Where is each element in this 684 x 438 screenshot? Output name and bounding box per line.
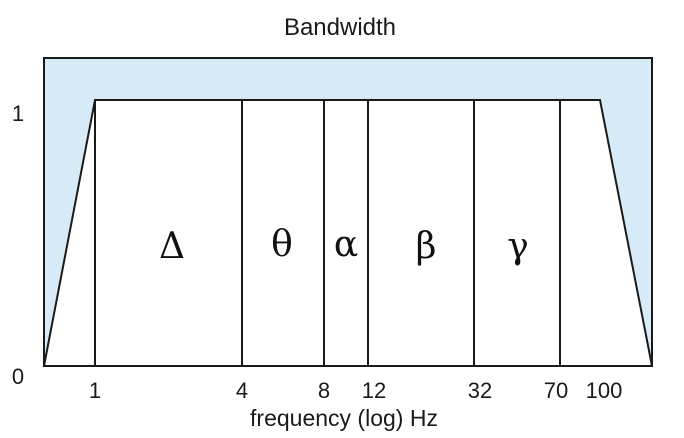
x-axis-label: frequency (log) Hz	[250, 405, 438, 431]
passband-trapezoid	[42, 99, 654, 367]
x-tick-12: 12	[362, 378, 386, 403]
x-tick-70: 70	[544, 378, 568, 403]
band-symbol-delta: Δ	[159, 226, 185, 267]
x-tick-8: 8	[318, 378, 330, 403]
x-tick-32: 32	[468, 378, 492, 403]
band-symbol-beta: β	[416, 226, 437, 267]
x-tick-4: 4	[236, 378, 248, 403]
x-tick-100: 100	[586, 378, 623, 403]
band-symbol-alpha: α	[334, 224, 358, 265]
y-tick-1: 1	[12, 101, 24, 126]
band-symbol-theta: θ	[271, 224, 293, 265]
band-symbol-gamma: γ	[507, 226, 529, 267]
y-tick-0: 0	[12, 364, 24, 389]
diagram-title: Bandwidth	[284, 14, 396, 41]
x-tick-1: 1	[89, 378, 101, 403]
